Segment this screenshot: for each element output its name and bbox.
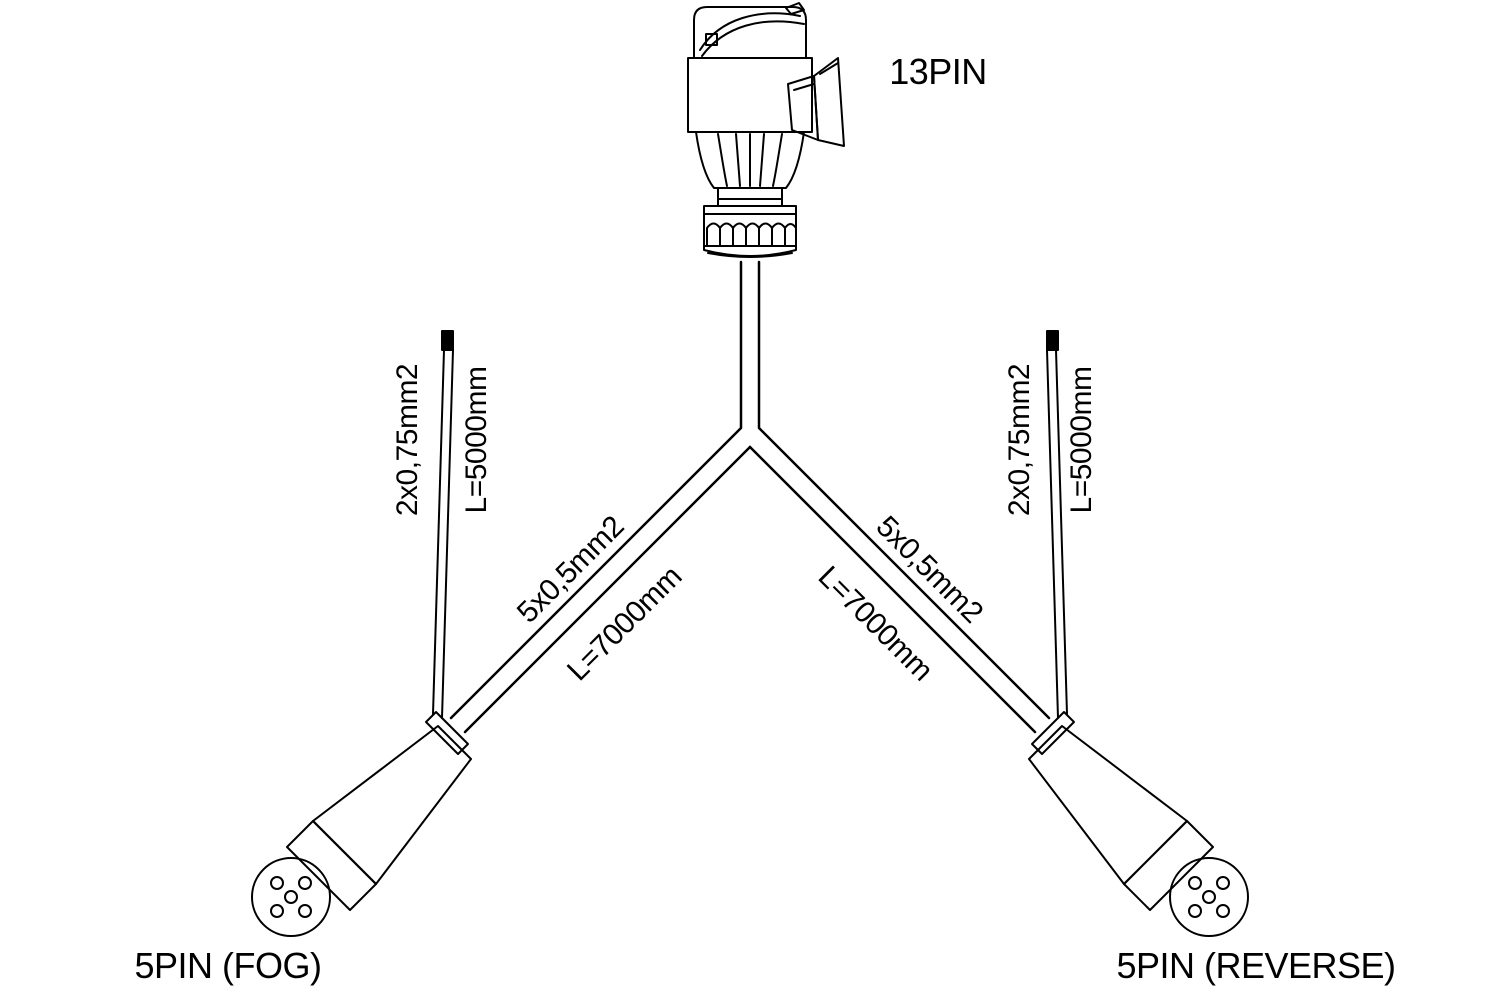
main-cable-drawing — [449, 260, 1051, 734]
bottom-right-connector-label: 5PIN (REVERSE) — [1116, 945, 1396, 986]
right-5pin-connector-drawing — [1028, 711, 1249, 937]
top-connector-label: 13PIN — [889, 51, 987, 92]
left-aux-wire-length-label: L=5000mm — [460, 366, 493, 514]
right-aux-wire-spec-label: 2x0,75mm2 — [1003, 363, 1036, 517]
right-aux-wire-length-label: L=5000mm — [1065, 366, 1098, 514]
right-aux-wire-drawing — [1046, 330, 1068, 719]
left-aux-wire-drawing — [432, 330, 454, 719]
bottom-left-connector-label: 5PIN (FOG) — [134, 945, 322, 986]
left-aux-wire-spec-label: 2x0,75mm2 — [391, 363, 424, 517]
13pin-connector-drawing — [687, 2, 845, 258]
left-5pin-connector-drawing — [251, 711, 472, 937]
